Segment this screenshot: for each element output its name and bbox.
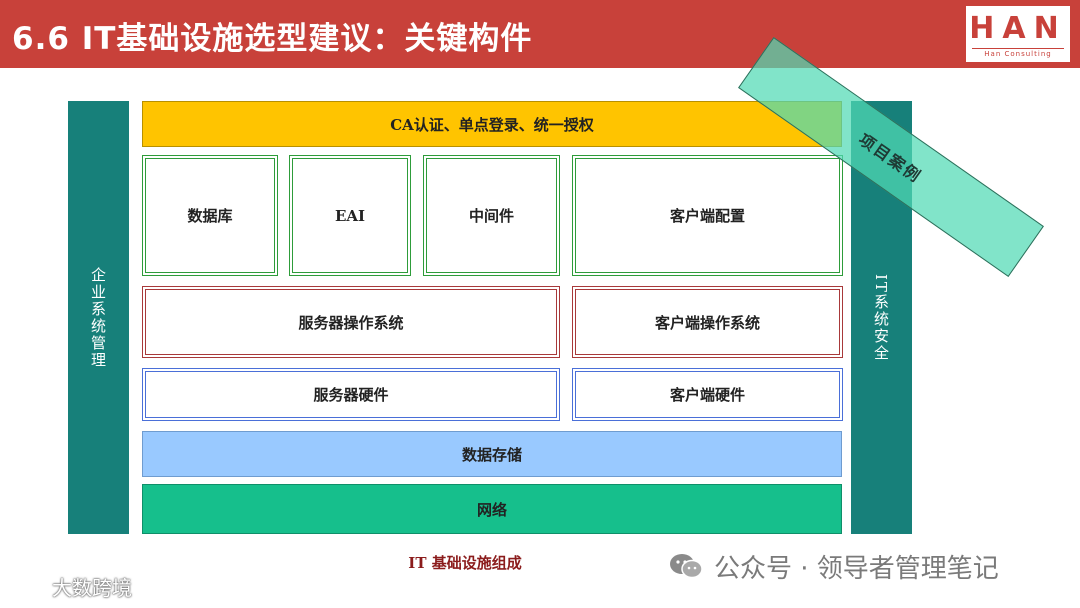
it-security-label: IT系统安全: [872, 273, 890, 362]
client-config-box: 客户端配置: [572, 155, 843, 276]
brand-watermark: 大数跨境: [8, 571, 132, 601]
brand-watermark-text: 大数跨境: [52, 575, 132, 600]
database-box: 数据库: [142, 155, 278, 276]
ca-auth-label: CA认证、单点登录、统一授权: [390, 115, 594, 134]
eai-box: EAI: [289, 155, 411, 276]
diagram-caption: IT 基础设施组成: [408, 554, 522, 572]
logo-text: HAN: [969, 11, 1067, 46]
middleware-box: 中间件: [423, 155, 560, 276]
data-storage-bar: 数据存储: [142, 431, 842, 477]
wechat-watermark-text: 公众号 · 领导者管理笔记: [714, 553, 999, 584]
middleware-label: 中间件: [468, 207, 514, 225]
enterprise-management-label: 企业系统管理: [89, 266, 107, 369]
enterprise-management-bar: 企业系统管理: [68, 101, 129, 534]
page-title: 6.6 IT基础设施选型建议：关键构件: [12, 21, 533, 57]
eai-label: EAI: [334, 206, 366, 225]
server-os-label: 服务器操作系统: [298, 313, 404, 332]
ca-auth-bar: CA认证、单点登录、统一授权: [142, 101, 842, 147]
wechat-watermark: 公众号 · 领导者管理笔记: [668, 546, 999, 586]
client-hardware-label: 客户端硬件: [669, 386, 745, 404]
server-hardware-box: 服务器硬件: [142, 368, 560, 421]
client-os-box: 客户端操作系统: [572, 286, 843, 358]
wechat-icon: [670, 554, 703, 579]
logo-subtitle: Han Consulting: [984, 50, 1052, 58]
data-storage-label: 数据存储: [461, 445, 522, 464]
server-os-box: 服务器操作系统: [142, 286, 560, 358]
server-hardware-label: 服务器硬件: [313, 386, 389, 404]
han-logo: HAN Han Consulting: [966, 6, 1070, 62]
brand-watermark-icon: [8, 577, 48, 595]
network-label: 网络: [476, 500, 507, 519]
database-label: 数据库: [187, 207, 233, 225]
client-os-label: 客户端操作系统: [654, 313, 760, 332]
logo-divider: [972, 48, 1064, 49]
client-hardware-box: 客户端硬件: [572, 368, 843, 421]
title-bar: 6.6 IT基础设施选型建议：关键构件 HAN Han Consulting: [0, 0, 1080, 68]
network-bar: 网络: [142, 484, 842, 534]
client-config-label: 客户端配置: [669, 207, 745, 225]
